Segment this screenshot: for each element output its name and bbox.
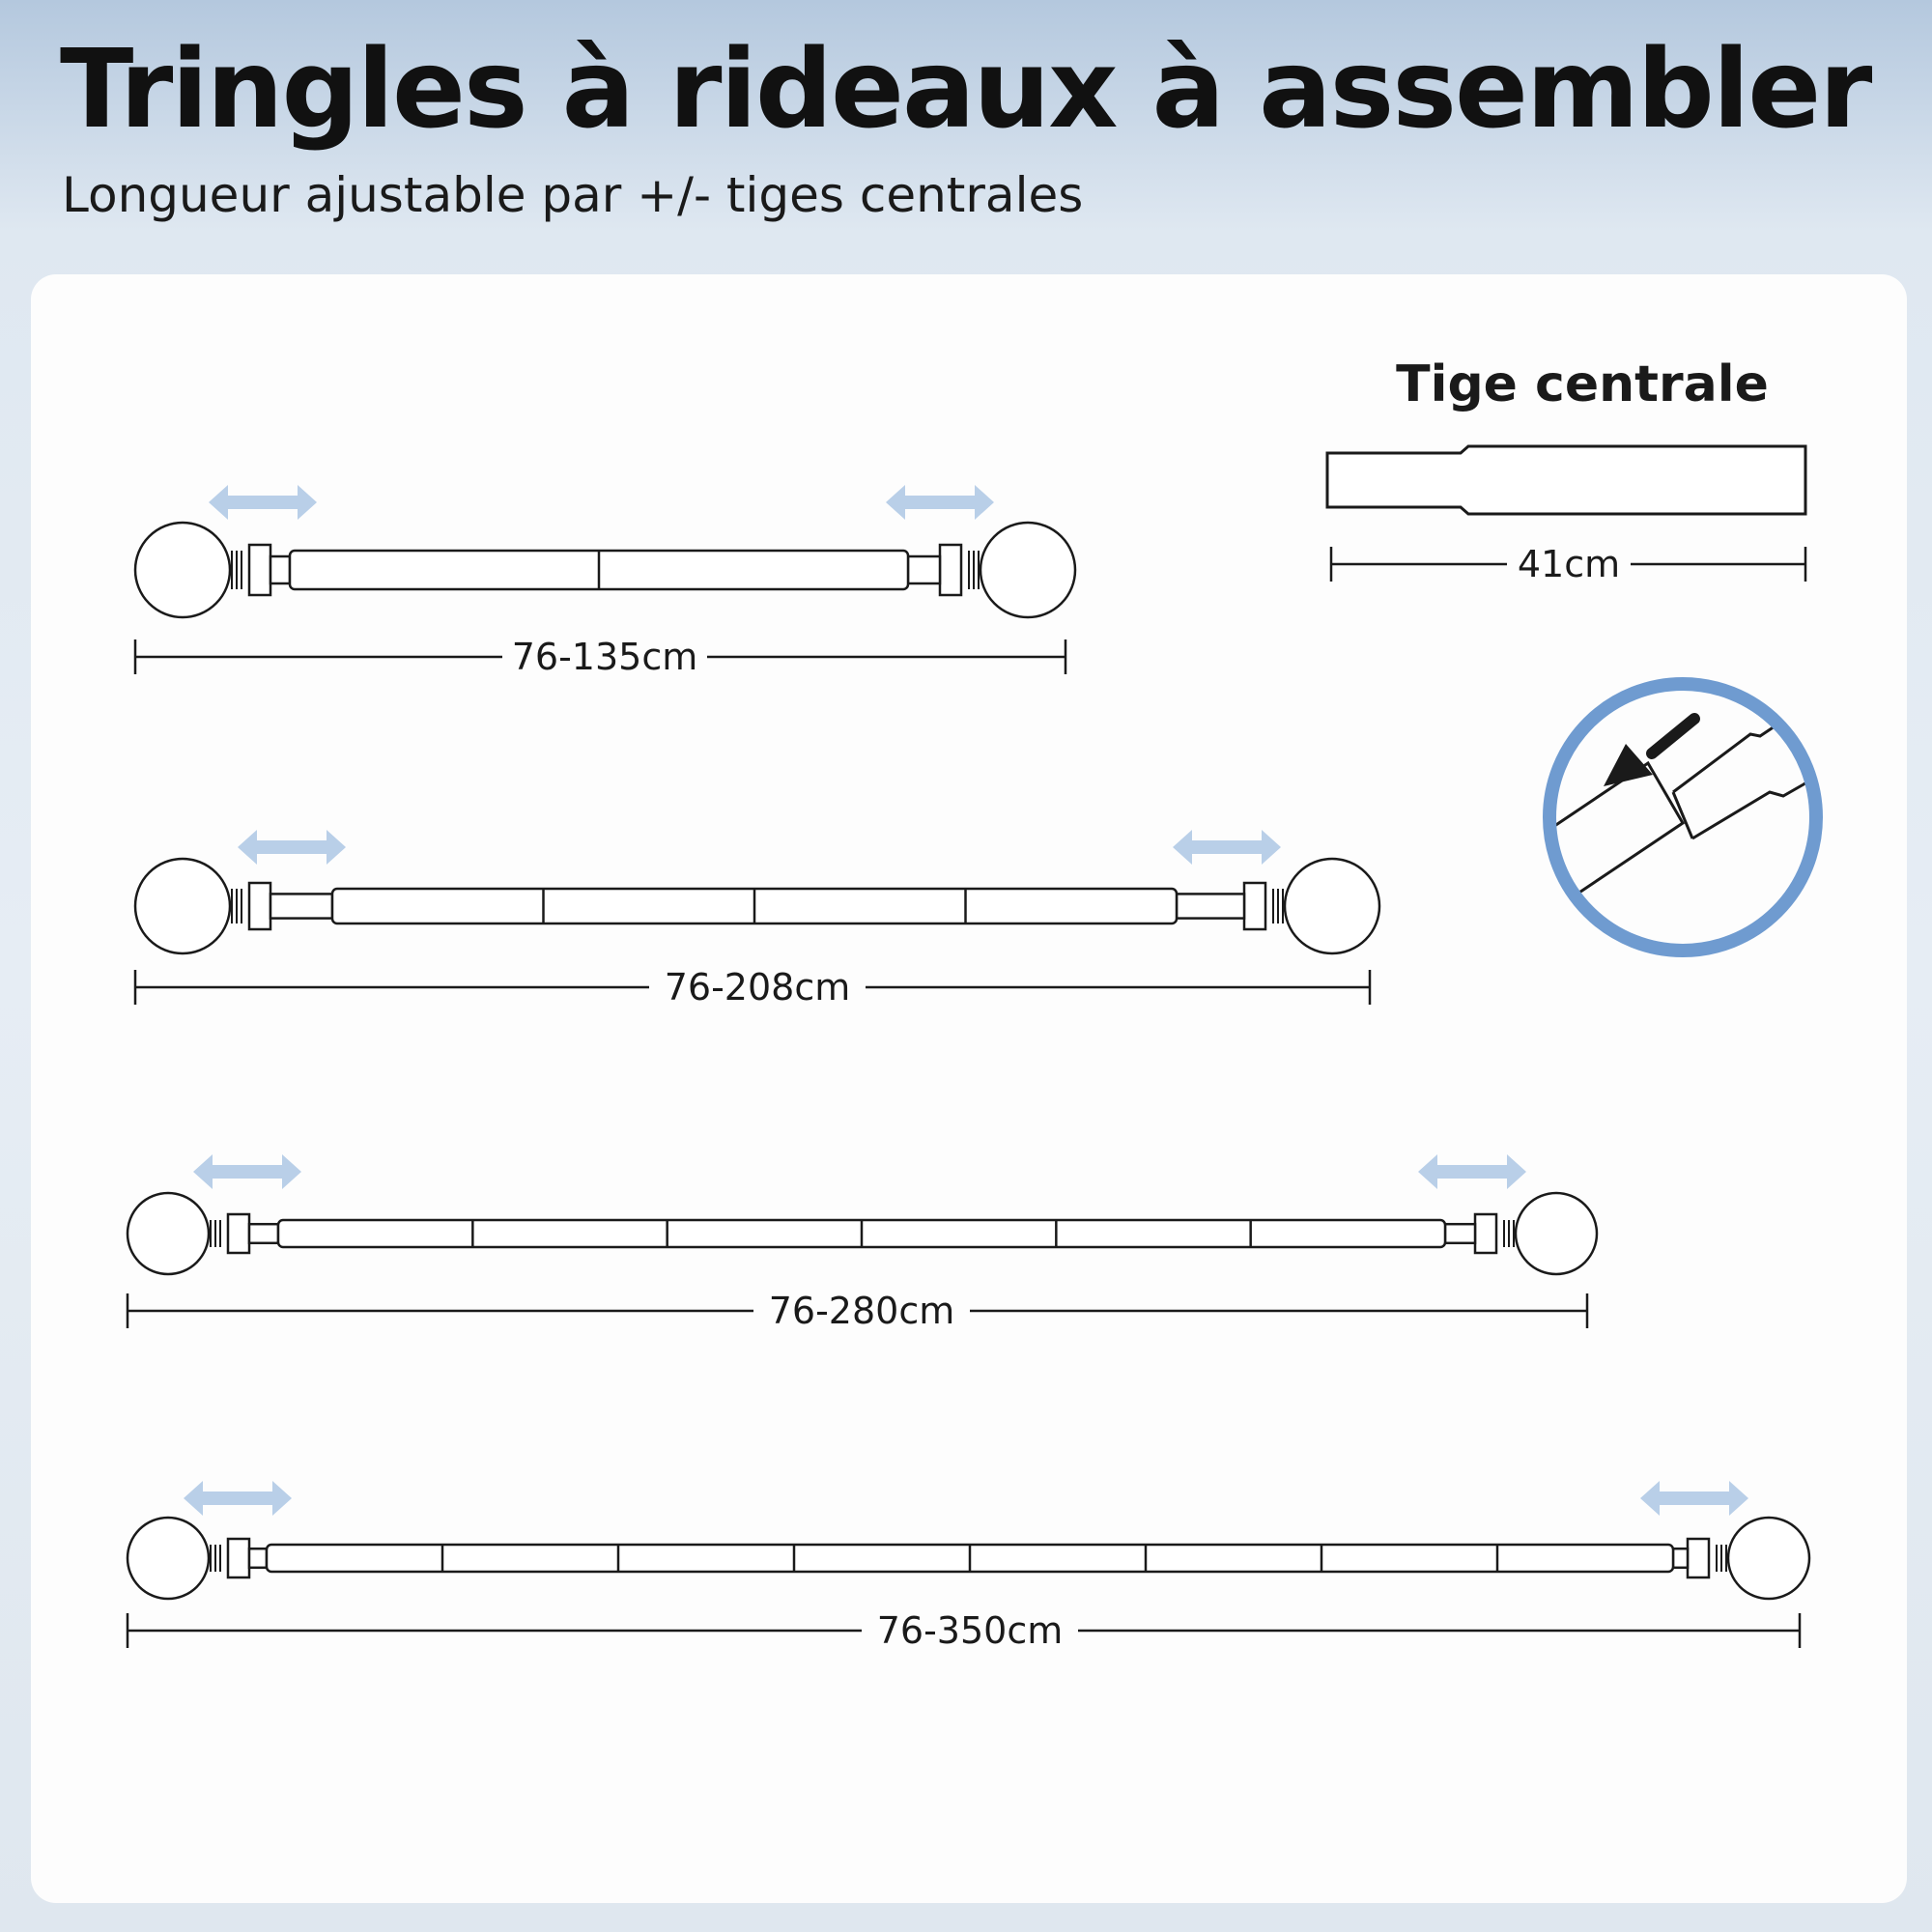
rod-assembly-4: 76-350cm [126, 1481, 1811, 1652]
collar-bracket [231, 881, 272, 931]
collar-bracket [210, 1537, 251, 1579]
rod-length-label: 76-208cm [665, 966, 851, 1009]
finial-right [979, 521, 1077, 619]
collar-bracket [1473, 1212, 1515, 1255]
center-rod-shape [1325, 444, 1807, 516]
end-rod-left [269, 554, 292, 585]
end-rod-left [247, 1547, 269, 1570]
rods-group: 76-135cm 76-208cm 76-280cm 76-350cm [126, 485, 1811, 1652]
center-rod-length-label: 41cm [1518, 543, 1620, 585]
collar-bracket [1242, 881, 1284, 931]
finial-right [1283, 857, 1381, 955]
adjust-arrow-icon [193, 1154, 301, 1189]
finial-left [133, 857, 232, 955]
end-rod-right [1671, 1547, 1690, 1570]
collar-bracket [210, 1212, 251, 1255]
rod-assembly-3: 76-280cm [126, 1154, 1599, 1332]
finial-right [1726, 1516, 1811, 1601]
page-subtitle: Longueur ajustable par +/- tiges central… [62, 167, 1084, 223]
adjust-arrow-icon [209, 485, 317, 520]
diagram-panel: 76-135cm 76-208cm 76-280cm 76-350cm Tige ce… [31, 274, 1907, 1903]
finial-left [126, 1191, 211, 1276]
zoom-ring [1543, 677, 1823, 957]
rod-length-label: 76-350cm [877, 1609, 1064, 1652]
dimension-line [126, 1613, 1802, 1648]
dimension-line [133, 639, 1067, 674]
finial-left [133, 521, 232, 619]
adjust-arrow-icon [238, 830, 346, 865]
finial-right [1514, 1191, 1599, 1276]
dimension-line [133, 970, 1372, 1005]
adjust-arrow-icon [1640, 1481, 1748, 1516]
dimension-line [126, 1293, 1589, 1328]
center-rod-title: Tige centrale [1396, 355, 1769, 413]
end-rod-right [1175, 893, 1246, 920]
center-rod-dimension-line [1329, 547, 1807, 582]
rod-length-label: 76-135cm [512, 636, 698, 678]
adjust-arrow-icon [184, 1481, 292, 1516]
page-title: Tringles à rideaux à assembler [60, 27, 1872, 153]
insert-arrow-icon [1604, 713, 1700, 786]
end-rod-left [247, 1222, 280, 1245]
rod-assembly-1: 76-135cm [133, 485, 1077, 678]
center-rod-diagram: Tige centrale 41cm [1325, 355, 1807, 585]
end-rod-right [906, 554, 942, 585]
collar-bracket [938, 543, 980, 597]
end-rod-left [269, 893, 334, 920]
rod-assembly-2: 76-208cm [133, 830, 1381, 1009]
adjust-arrow-icon [1418, 1154, 1526, 1189]
collar-bracket [231, 543, 272, 597]
zoom-detail [1543, 677, 1823, 957]
end-rod-right [1443, 1222, 1477, 1245]
finial-left [126, 1516, 211, 1601]
diagram-canvas: 76-135cm 76-208cm 76-280cm 76-350cm Tige ce… [126, 355, 1823, 1652]
zoom-rod-left [1551, 760, 1686, 912]
adjust-arrow-icon [886, 485, 994, 520]
rod-length-label: 76-280cm [769, 1290, 955, 1332]
collar-bracket [1686, 1537, 1727, 1579]
adjust-arrow-icon [1173, 830, 1281, 865]
